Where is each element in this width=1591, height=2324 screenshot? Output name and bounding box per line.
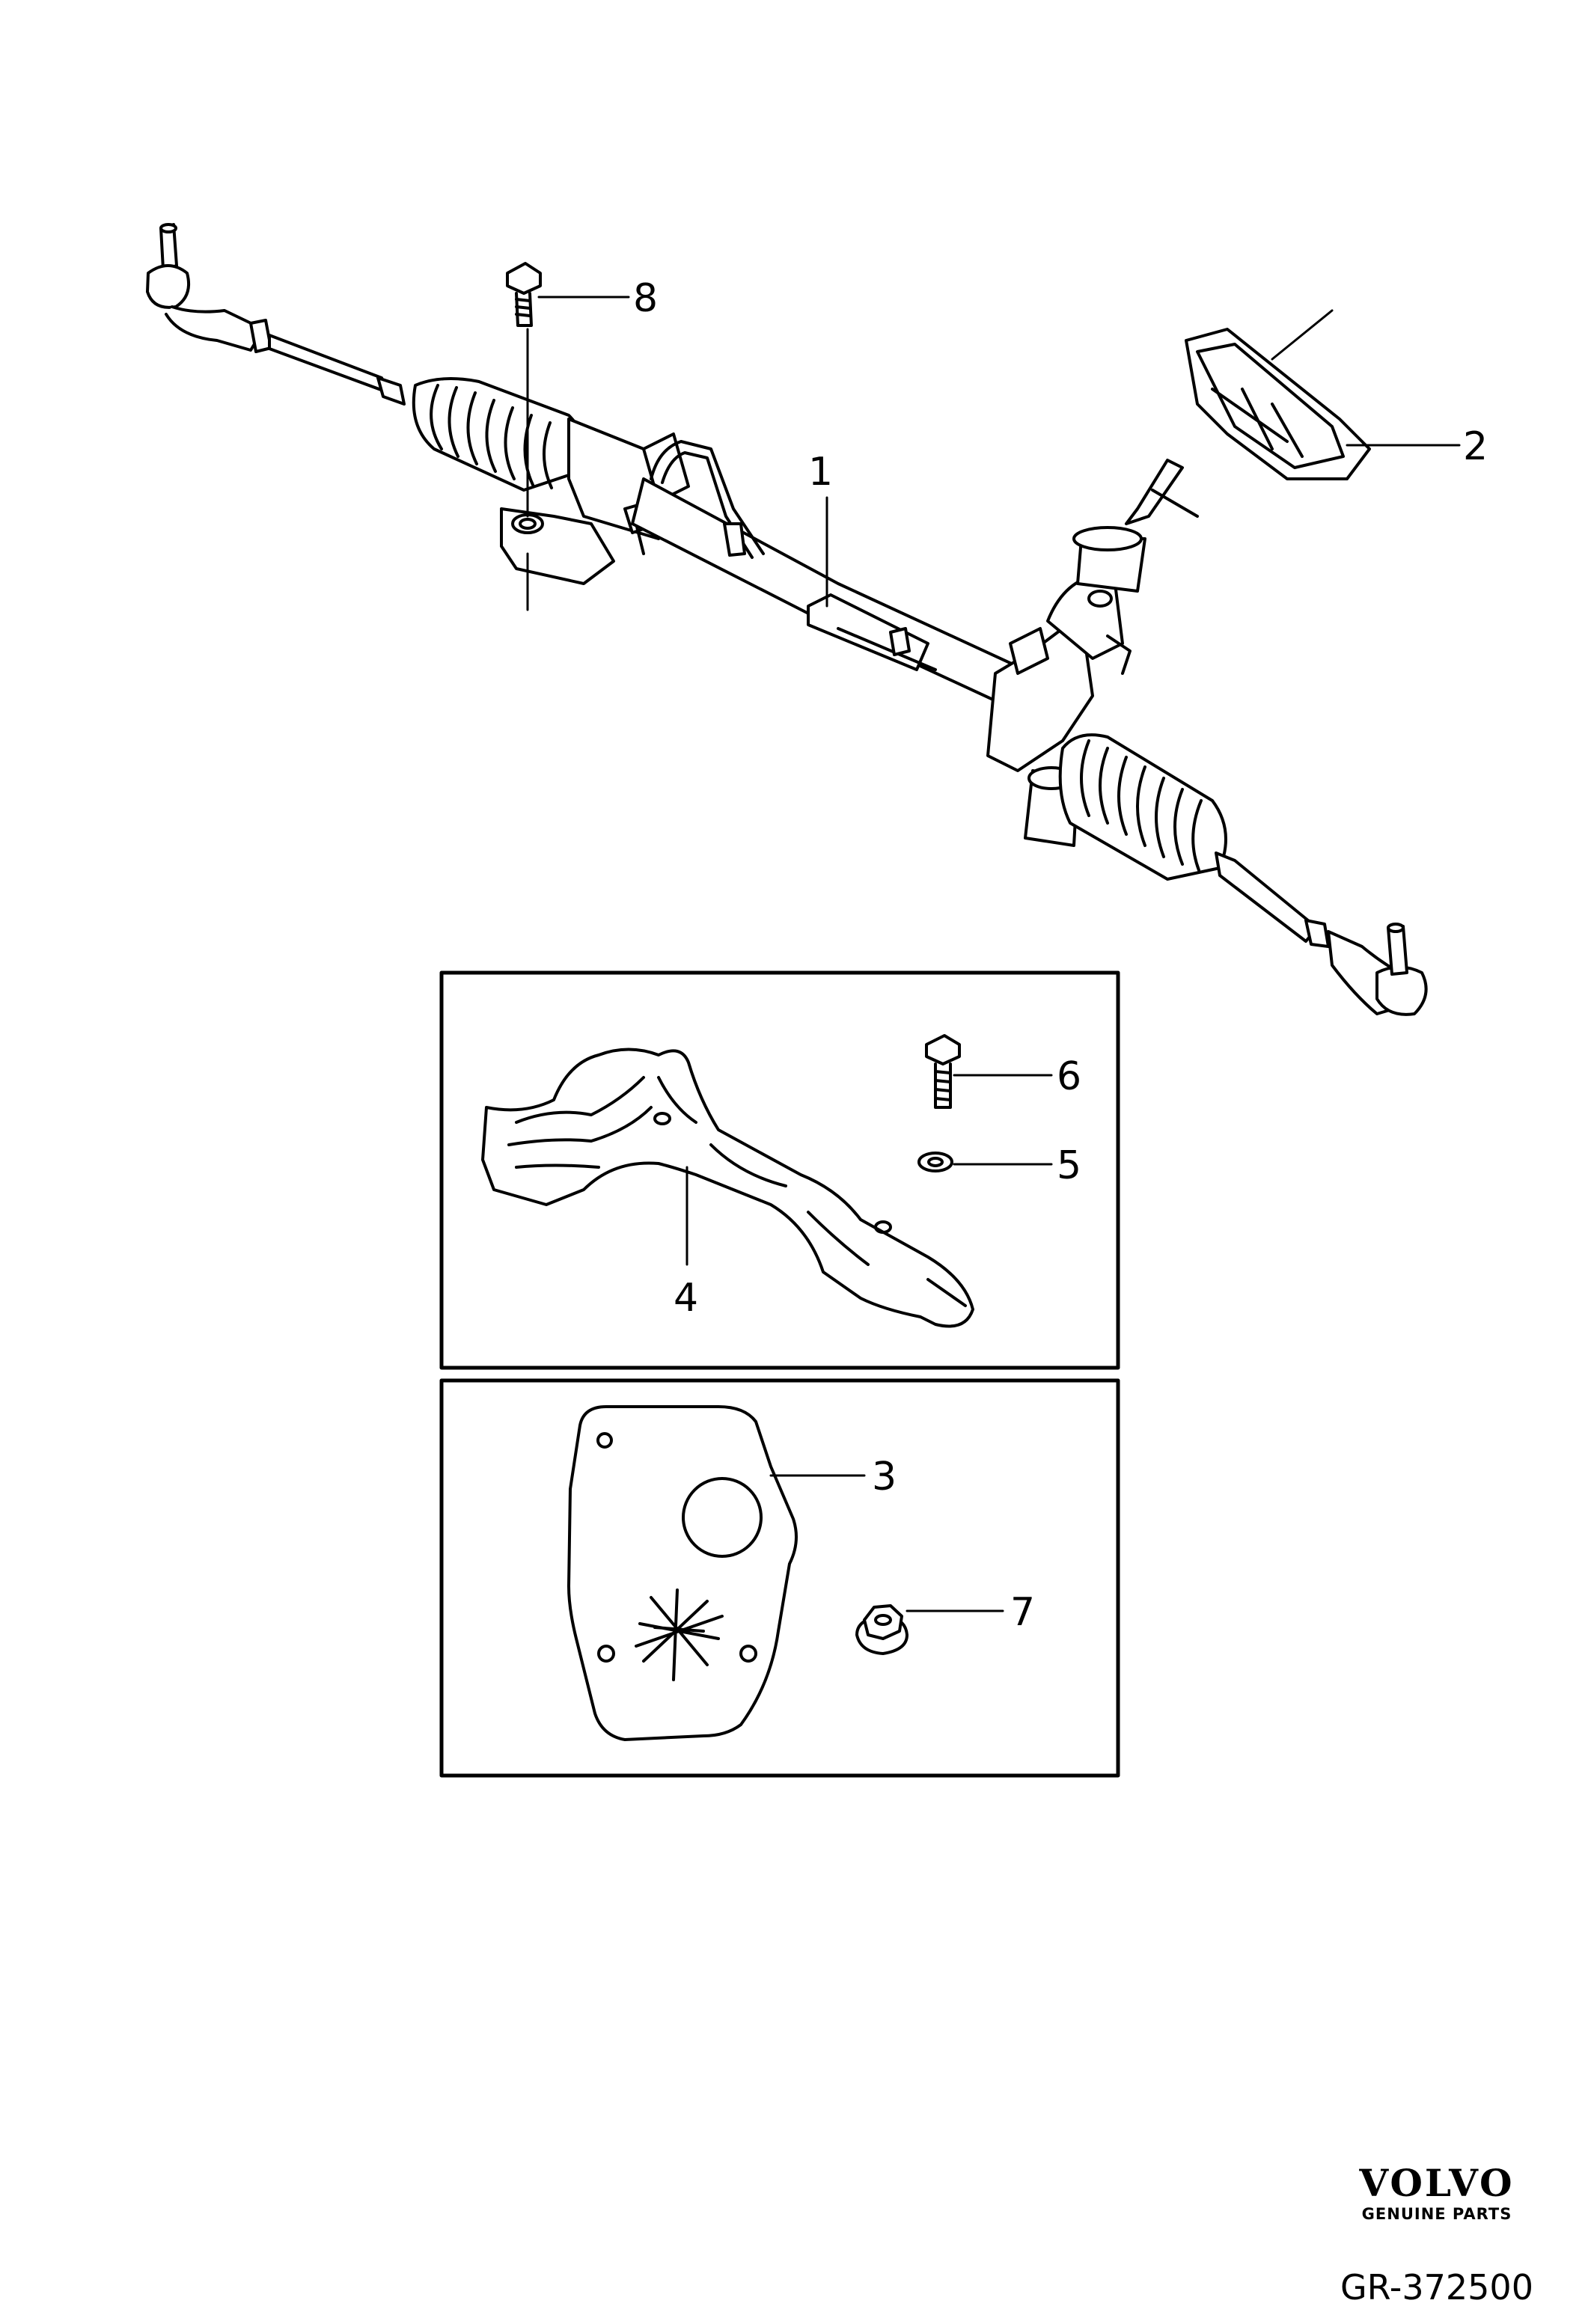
callout-4: 4	[674, 1276, 698, 1321]
callout-3: 3	[872, 1455, 897, 1499]
callout-5: 5	[1057, 1143, 1081, 1188]
right-tie-rod	[1215, 851, 1319, 943]
brand-logo: VOLVO	[1359, 2161, 1515, 2205]
diagram-code: GR-372500	[1340, 2267, 1533, 2308]
heat-shield	[481, 1048, 974, 1328]
hydraulic-lines	[650, 440, 765, 559]
right-boot	[1058, 733, 1227, 881]
callout-6: 6	[1057, 1054, 1081, 1099]
steering-rack	[146, 223, 1428, 1016]
left-boot	[412, 377, 585, 492]
callout-1: 1	[808, 450, 833, 495]
brand-tagline: GENUINE PARTS	[1361, 2205, 1512, 2223]
cover-plate	[567, 1405, 798, 1741]
washer-5	[917, 1152, 953, 1172]
brand-block: VOLVO GENUINE PARTS	[1340, 2161, 1534, 2224]
right-tie-rod-end	[1327, 923, 1428, 1016]
callout-7: 7	[1010, 1590, 1035, 1635]
callout-8: 8	[633, 276, 658, 321]
rack-tube	[631, 477, 1034, 716]
callout-2: 2	[1463, 424, 1488, 469]
detail-box-upper	[439, 970, 1120, 1370]
detail-box-lower	[439, 1378, 1120, 1778]
bolt-6	[925, 1034, 961, 1109]
left-tie-rod-end	[146, 223, 272, 353]
left-tie-rod	[268, 334, 391, 394]
nut-7	[855, 1604, 909, 1655]
steering-column-seal	[1185, 328, 1371, 480]
bolt-8	[506, 262, 542, 327]
